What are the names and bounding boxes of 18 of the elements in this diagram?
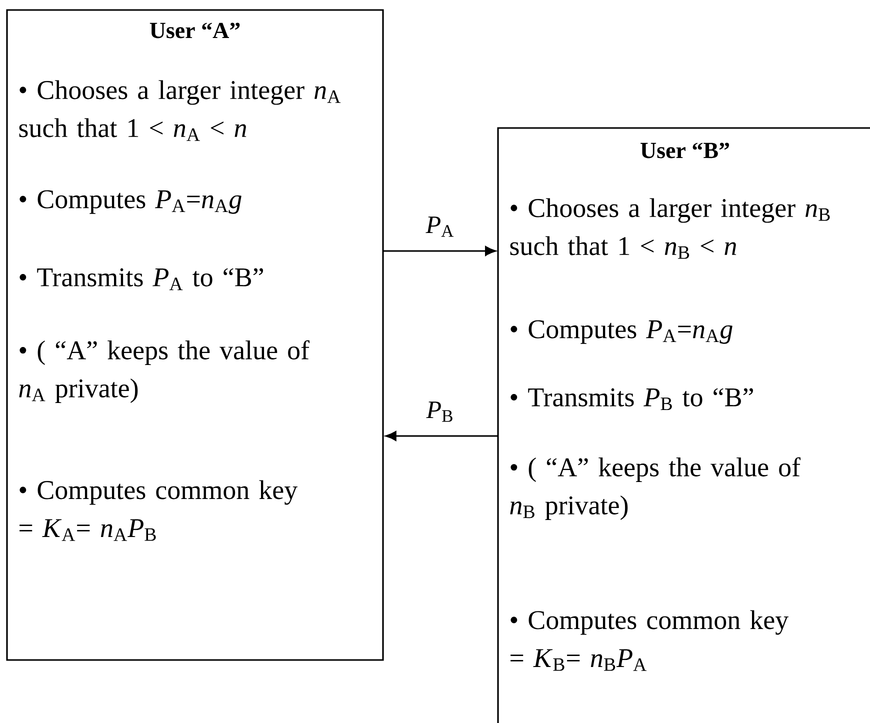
bullet-item: • ( “A” keeps the value of n$_{B}$ private) [510, 457, 801, 520]
box-heading: User “A” [150, 22, 240, 38]
bullet-item: • Chooses a larger integer n$_{B}$ such that 1 < n$_{B}$ < n [510, 198, 830, 259]
arrow [383, 246, 496, 256]
arrow [386, 431, 498, 441]
edge-label: P$_{B}$ [425, 400, 455, 423]
user-box [6, 9, 384, 661]
bullet-item: • ( “A” keeps the value of n$_{A}$ private) [19, 340, 310, 403]
user-box [497, 127, 870, 723]
bullet-item: • Transmits P$_{B}$ to “B” [510, 388, 753, 410]
bullet-item: • Chooses a larger integer n$_{A}$ such that 1 < n$_{A}$ < n [19, 80, 341, 141]
bullet-item: • Computes P$_{A}$=n$_{A}$g [20, 190, 242, 214]
edge-label: P$_{A}$ [424, 216, 456, 238]
bullet-item: • Computes common key = K$_{B}$= n$_{B}$P$_{A}$ [510, 610, 789, 671]
bullet-item: • Transmits P$_{A}$ to “B” [20, 268, 264, 290]
bullet-item: • Computes P$_{A}$=n$_{A}$g [510, 320, 732, 344]
box-heading: User “B” [640, 142, 730, 158]
bullet-item: • Computes common key = K$_{A}$= n$_{A}$P$_{B}$ [20, 480, 298, 541]
